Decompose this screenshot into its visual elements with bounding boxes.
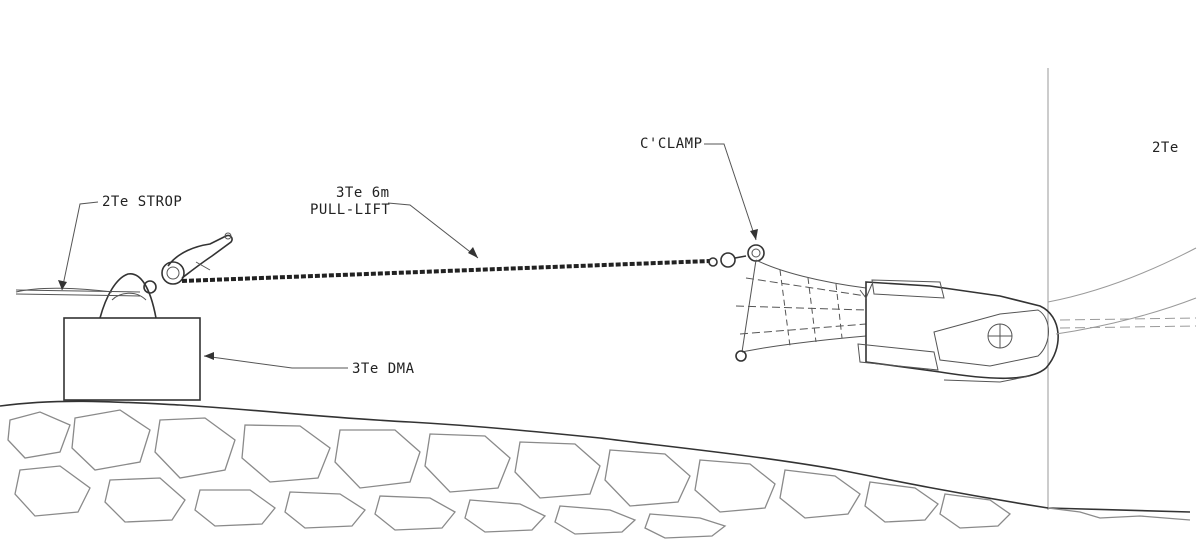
strop-label: 2Te STROP (102, 194, 182, 210)
ground-rock-fill (0, 400, 1191, 539)
strop-sling (15, 287, 141, 297)
anchor-shackle (143, 261, 185, 294)
load-assembly (857, 279, 1059, 383)
pull-lift-rating-label: 3Te 6m (336, 185, 390, 201)
chain-hook (708, 244, 765, 268)
right-rating-label: 2Te (1152, 140, 1179, 156)
pull-lift-label: PULL-LIFT (310, 202, 390, 218)
c-clamp-label: C'CLAMP (640, 136, 703, 152)
pull-lift-handle (167, 232, 233, 279)
dma-label: 3Te DMA (352, 361, 415, 377)
anchor-bollard (99, 273, 157, 319)
pull-lift-chain (181, 259, 711, 283)
pipe-continuation (1047, 247, 1197, 335)
dma-anchor-block (63, 317, 201, 401)
net-sling (735, 259, 867, 362)
leader-lines (58, 143, 758, 369)
